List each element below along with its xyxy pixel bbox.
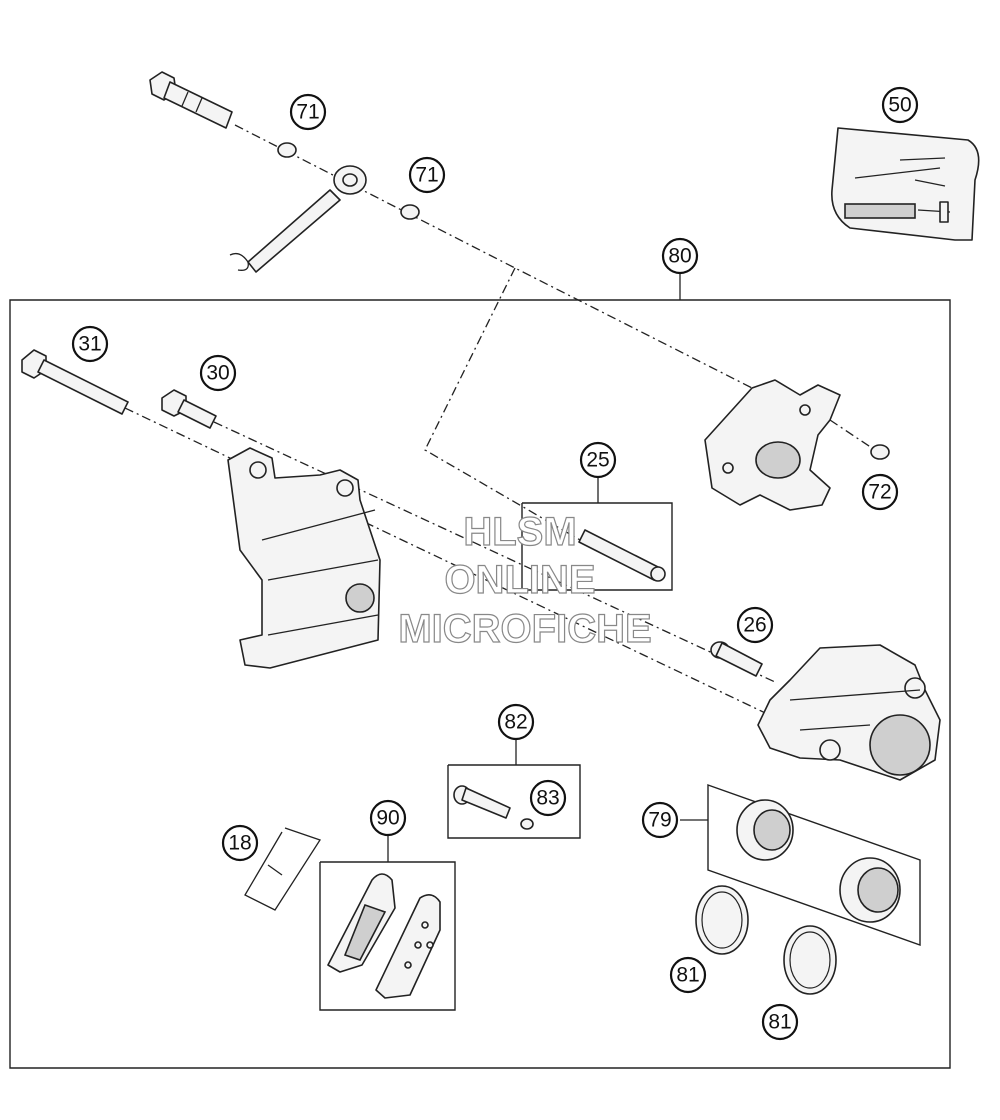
banjo-axis-line — [234, 124, 761, 393]
bolt-30-axis — [213, 421, 776, 683]
piston-seal-81-lower[interactable] — [783, 925, 837, 995]
caliper-half-upper[interactable] — [704, 379, 841, 511]
brake-pads-box — [319, 861, 456, 1011]
bolt-31[interactable] — [21, 349, 129, 415]
brake-pad-left[interactable] — [327, 873, 396, 973]
washer-71-lower[interactable] — [400, 204, 420, 220]
callout-71-lower-label: 71 — [415, 164, 438, 187]
callout-25-label: 25 — [586, 449, 609, 472]
callout-71-upper[interactable]: 71 — [289, 93, 327, 131]
slide-pin-box — [447, 764, 581, 839]
callout-90-label: 90 — [376, 807, 399, 830]
brake-pad-right[interactable] — [375, 894, 441, 999]
caliper-bracket[interactable] — [227, 447, 381, 669]
callout-81-upper-label: 81 — [676, 964, 699, 987]
callout-81-upper[interactable]: 81 — [669, 956, 707, 994]
callout-80[interactable]: 80 — [661, 237, 699, 275]
callout-18[interactable]: 18 — [221, 824, 259, 862]
piston-small[interactable] — [839, 857, 901, 923]
slide-pin[interactable] — [453, 785, 511, 819]
washer-71-upper[interactable] — [277, 142, 297, 158]
callout-81-lower[interactable]: 81 — [761, 1003, 799, 1041]
seal-72-axis — [829, 419, 873, 449]
banjo-bolt[interactable] — [149, 71, 233, 129]
pistons-box — [707, 784, 921, 946]
callout-25[interactable]: 25 — [579, 441, 617, 479]
brake-hose[interactable] — [229, 165, 367, 273]
callout-80-label: 80 — [668, 245, 691, 268]
pin-clip-83[interactable] — [520, 818, 534, 830]
callout-50[interactable]: 50 — [881, 86, 919, 124]
callout-81-lower-label: 81 — [768, 1011, 791, 1034]
watermark-line-3: MICROFICHE — [398, 607, 651, 651]
callout-71-upper-label: 71 — [296, 101, 319, 124]
callout-26-label: 26 — [743, 614, 766, 637]
pin-26[interactable] — [710, 641, 763, 677]
watermark-line-2: ONLINE — [444, 558, 595, 602]
assembly-80-frame — [9, 299, 951, 1069]
callout-31[interactable]: 31 — [71, 325, 109, 363]
bleeder-axis-line — [424, 267, 581, 541]
callout-26[interactable]: 26 — [736, 606, 774, 644]
seal-72[interactable] — [870, 444, 890, 460]
callout-83[interactable]: 83 — [529, 779, 567, 817]
pad-spring-18[interactable] — [244, 827, 321, 911]
piston-seal-81-upper[interactable] — [695, 885, 749, 955]
callout-72[interactable]: 72 — [861, 473, 899, 511]
piston-large[interactable] — [736, 799, 794, 861]
callout-18-label: 18 — [228, 832, 251, 855]
bleeder-box — [521, 502, 673, 591]
callout-30[interactable]: 30 — [199, 354, 237, 392]
callout-50-label: 50 — [888, 94, 911, 117]
callout-30-label: 30 — [206, 362, 229, 385]
callout-83-label: 83 — [536, 787, 559, 810]
instruction-booklet[interactable] — [831, 127, 980, 241]
brake-caliper[interactable] — [757, 644, 941, 781]
watermark-line-1: HLSM — [463, 510, 576, 554]
callout-71-lower[interactable]: 71 — [408, 156, 446, 194]
bleeder-valve[interactable] — [578, 529, 666, 582]
callout-72-label: 72 — [868, 481, 891, 504]
bolt-30[interactable] — [161, 389, 217, 429]
callout-90[interactable]: 90 — [369, 799, 407, 837]
callout-82-label: 82 — [504, 711, 527, 734]
callout-79[interactable]: 79 — [641, 801, 679, 839]
callout-82[interactable]: 82 — [497, 703, 535, 741]
callout-31-label: 31 — [78, 333, 101, 356]
callout-79-label: 79 — [648, 809, 671, 832]
